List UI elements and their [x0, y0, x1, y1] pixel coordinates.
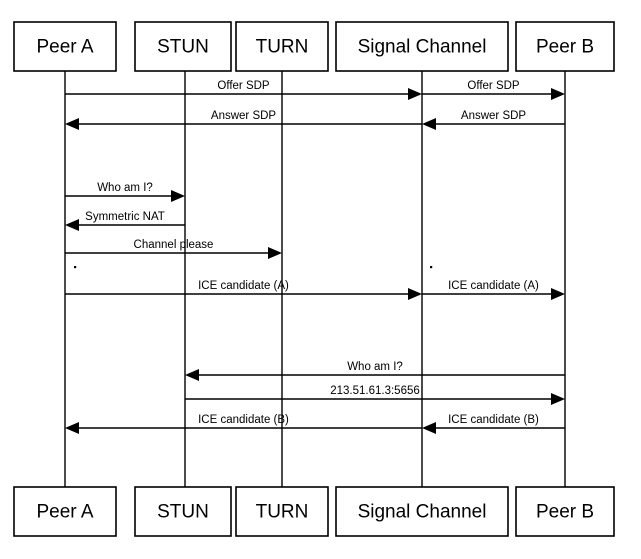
arrow-head-offer-sdp-a-to-signal [408, 88, 422, 100]
message-label-channel-please: Channel please [134, 239, 214, 251]
participant-header-peer-b[interactable]: Peer B [515, 21, 615, 72]
message-answer-sdp-b-to-signal: Answer SDP [422, 110, 565, 130]
participant-footer-peer-a-rect [13, 486, 117, 537]
footer-participant-boxes: Peer A STUN TURN Signal Channel Peer B [13, 486, 615, 537]
message-ice-cand-b-to-signal: ICE candidate (B) [422, 414, 565, 434]
arrow-head-answer-sdp-b-to-signal [422, 118, 436, 130]
message-ice-cand-signal-to-a: ICE candidate (B) [65, 414, 422, 434]
lifelines-group [64, 71, 566, 487]
message-label-ice-cand-signal-to-a: ICE candidate (B) [198, 414, 289, 426]
message-label-stun-reply-address: 213.51.61.3:5656 [330, 385, 420, 397]
arrow-head-offer-sdp-signal-to-b [551, 88, 565, 100]
participant-footer-turn-label: TURN [256, 502, 309, 523]
message-label-who-am-i-a-to-stun: Who am I? [97, 182, 153, 194]
participant-footer-signal-channel-rect [335, 486, 509, 537]
participant-header-signal-channel-rect [335, 21, 509, 72]
dot-signal-channel [430, 266, 433, 269]
participant-footer-signal-channel[interactable]: Signal Channel [335, 486, 509, 537]
message-label-offer-sdp-signal-to-b: Offer SDP [467, 80, 520, 92]
participant-header-stun[interactable]: STUN [134, 21, 232, 72]
message-stun-reply-address: 213.51.61.3:5656 [185, 385, 565, 405]
message-label-offer-sdp-a-to-signal: Offer SDP [217, 80, 270, 92]
arrow-head-who-am-i-b-to-stun [185, 369, 199, 381]
arrow-head-ice-cand-signal-to-a [65, 422, 79, 434]
arrow-head-ice-cand-b-to-signal [422, 422, 436, 434]
participant-header-stun-label: STUN [157, 37, 209, 58]
message-offer-sdp-a-to-signal: Offer SDP [65, 80, 422, 100]
message-label-answer-sdp-b-to-signal: Answer SDP [461, 110, 527, 122]
message-who-am-i-b-to-stun: Who am I? [185, 361, 565, 381]
participant-footer-peer-b-label: Peer B [536, 502, 594, 523]
participant-header-turn-label: TURN [256, 37, 309, 58]
participant-footer-stun[interactable]: STUN [134, 486, 232, 537]
participant-header-turn-rect [235, 21, 329, 72]
dots-group [74, 266, 433, 269]
arrow-head-ice-cand-signal-to-b [551, 288, 565, 300]
message-label-ice-cand-signal-to-b: ICE candidate (A) [448, 280, 539, 292]
participant-footer-peer-b[interactable]: Peer B [515, 486, 615, 537]
participant-header-signal-channel-label: Signal Channel [358, 37, 487, 58]
participant-footer-peer-a[interactable]: Peer A [13, 486, 117, 537]
message-label-ice-cand-a-to-signal: ICE candidate (A) [198, 280, 289, 292]
messages-group: Offer SDP Offer SDP Answer SDP Answer SDP Wh… [65, 80, 565, 434]
message-label-ice-cand-b-to-signal: ICE candidate (B) [448, 414, 539, 426]
participant-footer-stun-label: STUN [157, 502, 209, 523]
dot-peer-a [74, 266, 77, 269]
arrow-head-ice-cand-a-to-signal [408, 288, 422, 300]
participant-header-turn[interactable]: TURN [235, 21, 329, 72]
message-label-who-am-i-b-to-stun: Who am I? [347, 361, 403, 373]
message-who-am-i-a-to-stun: Who am I? [65, 182, 185, 202]
message-label-answer-sdp-signal-to-a: Answer SDP [211, 110, 277, 122]
participant-footer-stun-rect [134, 486, 232, 537]
participant-footer-turn[interactable]: TURN [235, 486, 329, 537]
participant-header-stun-rect [134, 21, 232, 72]
participant-header-peer-a-label: Peer A [36, 37, 93, 58]
participant-header-peer-a-rect [13, 21, 117, 72]
participant-footer-signal-channel-label: Signal Channel [358, 502, 487, 523]
participant-header-peer-b-rect [515, 21, 615, 72]
participant-header-peer-a[interactable]: Peer A [13, 21, 117, 72]
participant-header-peer-b-label: Peer B [536, 37, 594, 58]
message-label-symmetric-nat: Symmetric NAT [85, 211, 165, 223]
participant-header-signal-channel[interactable]: Signal Channel [335, 21, 509, 72]
arrow-head-channel-please [268, 247, 282, 259]
message-offer-sdp-signal-to-b: Offer SDP [422, 80, 565, 100]
participant-footer-turn-rect [235, 486, 329, 537]
participant-footer-peer-b-rect [515, 486, 615, 537]
header-participant-boxes: Peer A STUN TURN Signal Channel Peer B [13, 21, 615, 72]
message-symmetric-nat: Symmetric NAT [65, 211, 185, 231]
arrow-head-stun-reply-address [551, 393, 565, 405]
message-ice-cand-signal-to-b: ICE candidate (A) [422, 280, 565, 300]
message-answer-sdp-signal-to-a: Answer SDP [65, 110, 422, 130]
arrow-head-who-am-i-a-to-stun [171, 190, 185, 202]
arrow-head-answer-sdp-signal-to-a [65, 118, 79, 130]
message-ice-cand-a-to-signal: ICE candidate (A) [65, 280, 422, 300]
arrow-head-symmetric-nat [65, 219, 79, 231]
message-channel-please: Channel please [65, 239, 282, 259]
participant-footer-peer-a-label: Peer A [36, 502, 93, 523]
